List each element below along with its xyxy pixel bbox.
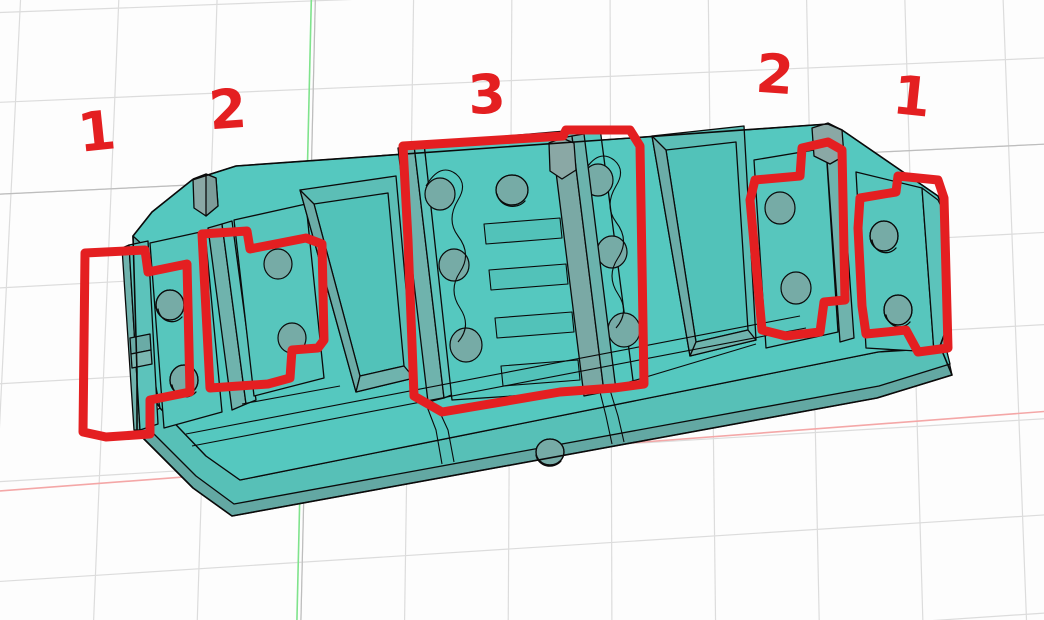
- annotation-number-1-right: 1: [889, 63, 934, 130]
- feature-center-rib-right: [548, 133, 617, 397]
- feature-left-boss: [192, 173, 219, 217]
- annotation-number-3-center: 3: [466, 62, 508, 127]
- annotation-layer[interactable]: [78, 125, 953, 442]
- annotation-region-2-right[interactable]: [745, 137, 850, 341]
- annotation-region-2-left[interactable]: [197, 226, 329, 393]
- base-engraved-lines: [185, 315, 807, 465]
- annotation-number-2-right: 2: [753, 41, 796, 108]
- feature-left-rib-a: [207, 220, 257, 411]
- feature-right-pocket: [651, 125, 757, 357]
- annotation-number-2-left: 2: [206, 76, 249, 143]
- annotation-region-3-center[interactable]: [398, 125, 649, 417]
- annotation-number-1-left: 1: [74, 98, 119, 165]
- annotation-region-1-left[interactable]: [78, 245, 195, 442]
- feature-right-pad-1: [855, 171, 947, 353]
- feature-right-pad-2: [753, 147, 839, 349]
- feature-bottom-center-hole: [535, 438, 565, 467]
- cad-model-bracket-plate[interactable]: [121, 122, 953, 517]
- annotation-region-1-right[interactable]: [853, 171, 953, 357]
